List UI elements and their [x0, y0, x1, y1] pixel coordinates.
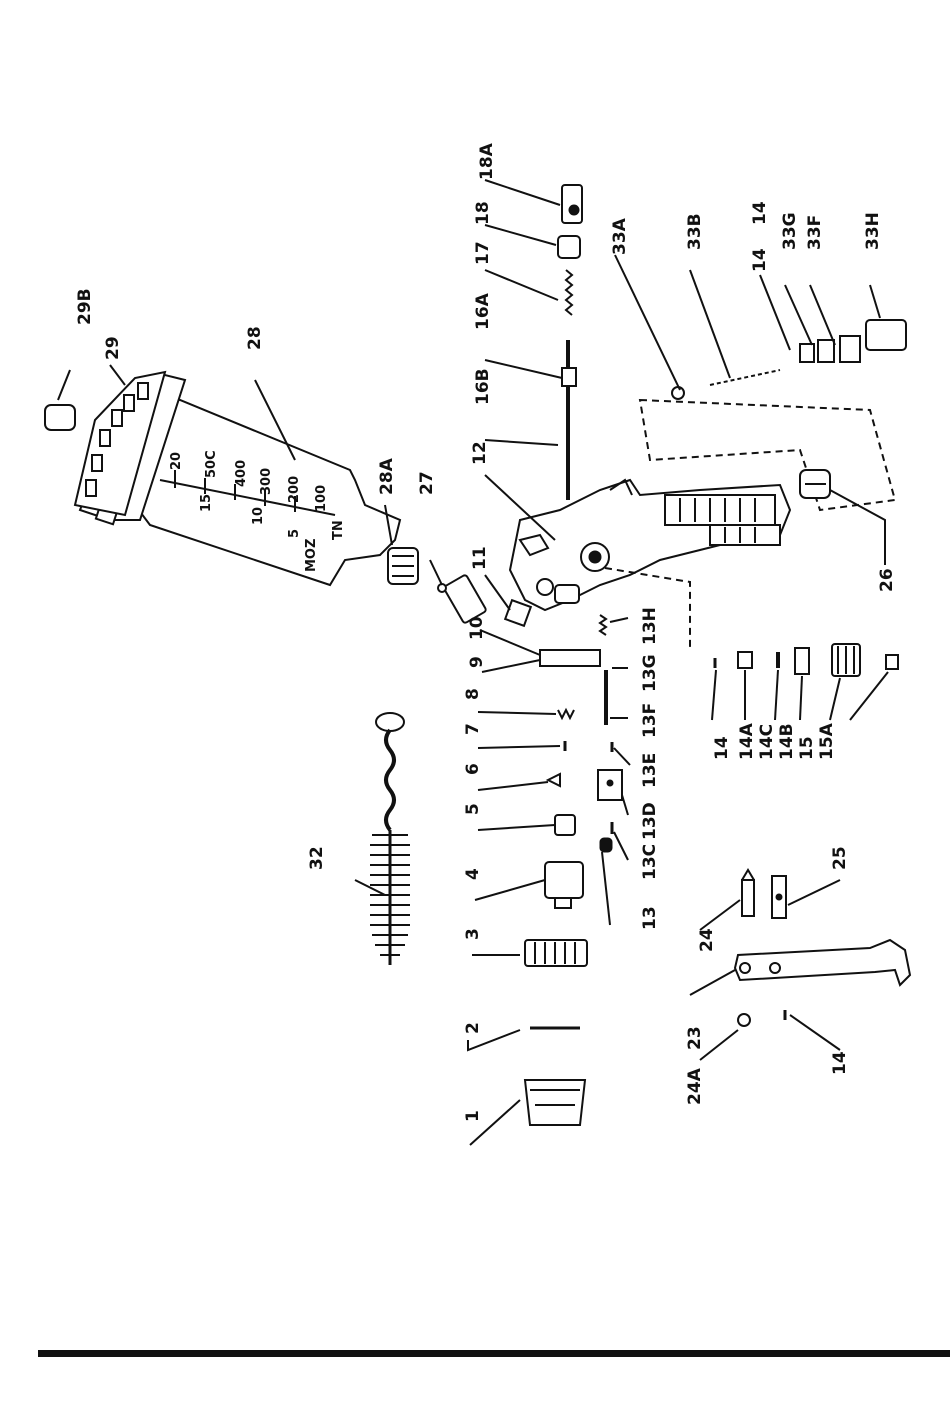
- label-14-valve: 14: [750, 248, 770, 272]
- label-28a: 28A: [377, 457, 397, 495]
- part-5: [555, 815, 575, 835]
- trigger: [735, 940, 910, 985]
- label-16b: 16B: [473, 368, 493, 405]
- label-4: 4: [463, 868, 483, 880]
- label-14a: 14A: [737, 722, 757, 760]
- label-15: 15: [797, 736, 817, 760]
- label-13h: 13H: [640, 607, 660, 645]
- label-33g: 33G: [780, 212, 800, 250]
- label-15a: 15A: [817, 722, 837, 760]
- trigger-hole-2: [770, 963, 780, 973]
- label-11: 11: [470, 546, 490, 570]
- label-13d: 13D: [640, 802, 660, 840]
- label-13: 13: [640, 906, 660, 930]
- label-29: 29: [103, 336, 123, 360]
- air-cap-ring: [525, 1080, 585, 1125]
- label-14-bottom: 14: [830, 1051, 850, 1075]
- part-13d: [598, 770, 622, 800]
- label-18: 18: [473, 201, 493, 225]
- part-8: [558, 710, 574, 718]
- part-15: [832, 644, 860, 676]
- cup-scale-50c: 50C: [204, 450, 219, 478]
- label-24: 24: [697, 928, 717, 952]
- cup-scale-10: 10: [251, 507, 266, 525]
- label-14-upper: 14: [750, 201, 770, 225]
- part-15a: [886, 655, 898, 669]
- part-6: [548, 774, 560, 786]
- label-1: 1: [463, 1110, 483, 1122]
- trigger-hole-1: [740, 963, 750, 973]
- label-3: 3: [463, 928, 483, 940]
- cup-scale-300: 300: [259, 468, 274, 495]
- part-24: [742, 870, 754, 916]
- label-13f: 13F: [640, 703, 660, 738]
- part-14b: [795, 648, 809, 674]
- cup-scale-20: 20: [169, 452, 184, 470]
- part-25: [772, 876, 786, 918]
- label-16a: 16A: [473, 292, 493, 330]
- label-2: 2: [463, 1022, 483, 1034]
- gun-body: [510, 480, 790, 610]
- label-13e: 13E: [640, 753, 660, 788]
- label-8: 8: [463, 688, 483, 700]
- label-32: 32: [307, 846, 327, 870]
- part-3: [525, 940, 587, 966]
- cup-scale-tn: TN: [331, 520, 346, 540]
- part-13: [600, 838, 612, 852]
- cup-scale-15: 15: [199, 494, 214, 512]
- label-23: 23: [685, 1026, 705, 1050]
- cup-scale-400: 400: [234, 460, 249, 487]
- part-11: [505, 600, 531, 626]
- label-13g: 13G: [640, 654, 660, 692]
- filter: [438, 574, 487, 623]
- label-14b: 14B: [777, 723, 797, 760]
- cleaning-brush: [370, 713, 410, 965]
- cup-connector: [388, 548, 418, 584]
- label-9: 9: [467, 656, 487, 668]
- label-28: 28: [245, 326, 265, 350]
- part-14a: [738, 652, 752, 668]
- part-9-10: [540, 650, 600, 666]
- label-24a: 24A: [685, 1067, 705, 1105]
- label-12: 12: [470, 441, 490, 465]
- cup-scale-200: 200: [287, 476, 302, 503]
- label-33f: 33F: [805, 215, 825, 250]
- label-7: 7: [463, 723, 483, 735]
- lid-plug: [45, 405, 75, 430]
- cup-scale-5: 5: [287, 529, 302, 538]
- label-6: 6: [463, 763, 483, 775]
- label-33b: 33B: [685, 213, 705, 250]
- bottom-rule: [38, 1350, 950, 1357]
- part-13h: [600, 615, 606, 635]
- label-14c: 14C: [757, 724, 777, 760]
- label-10: 10: [467, 616, 487, 640]
- label-14-side: 14: [712, 736, 732, 760]
- label-33h: 33H: [863, 212, 883, 250]
- label-18a: 18A: [477, 142, 497, 180]
- cup-scale-100: 100: [314, 485, 329, 512]
- label-5: 5: [463, 803, 483, 815]
- air-valve-parts: [672, 320, 906, 399]
- needle-assembly: [558, 185, 582, 500]
- part-24a: [738, 1014, 750, 1026]
- part-4: [545, 862, 583, 908]
- label-17: 17: [473, 241, 493, 265]
- label-27: 27: [417, 471, 437, 495]
- label-25: 25: [830, 846, 850, 870]
- label-29b: 29B: [75, 288, 95, 325]
- cup-scale-moz: MOZ: [304, 539, 319, 572]
- part-26: [800, 470, 830, 498]
- label-13c: 13C: [640, 844, 660, 880]
- label-26: 26: [877, 568, 897, 592]
- label-33a: 33A: [610, 217, 630, 255]
